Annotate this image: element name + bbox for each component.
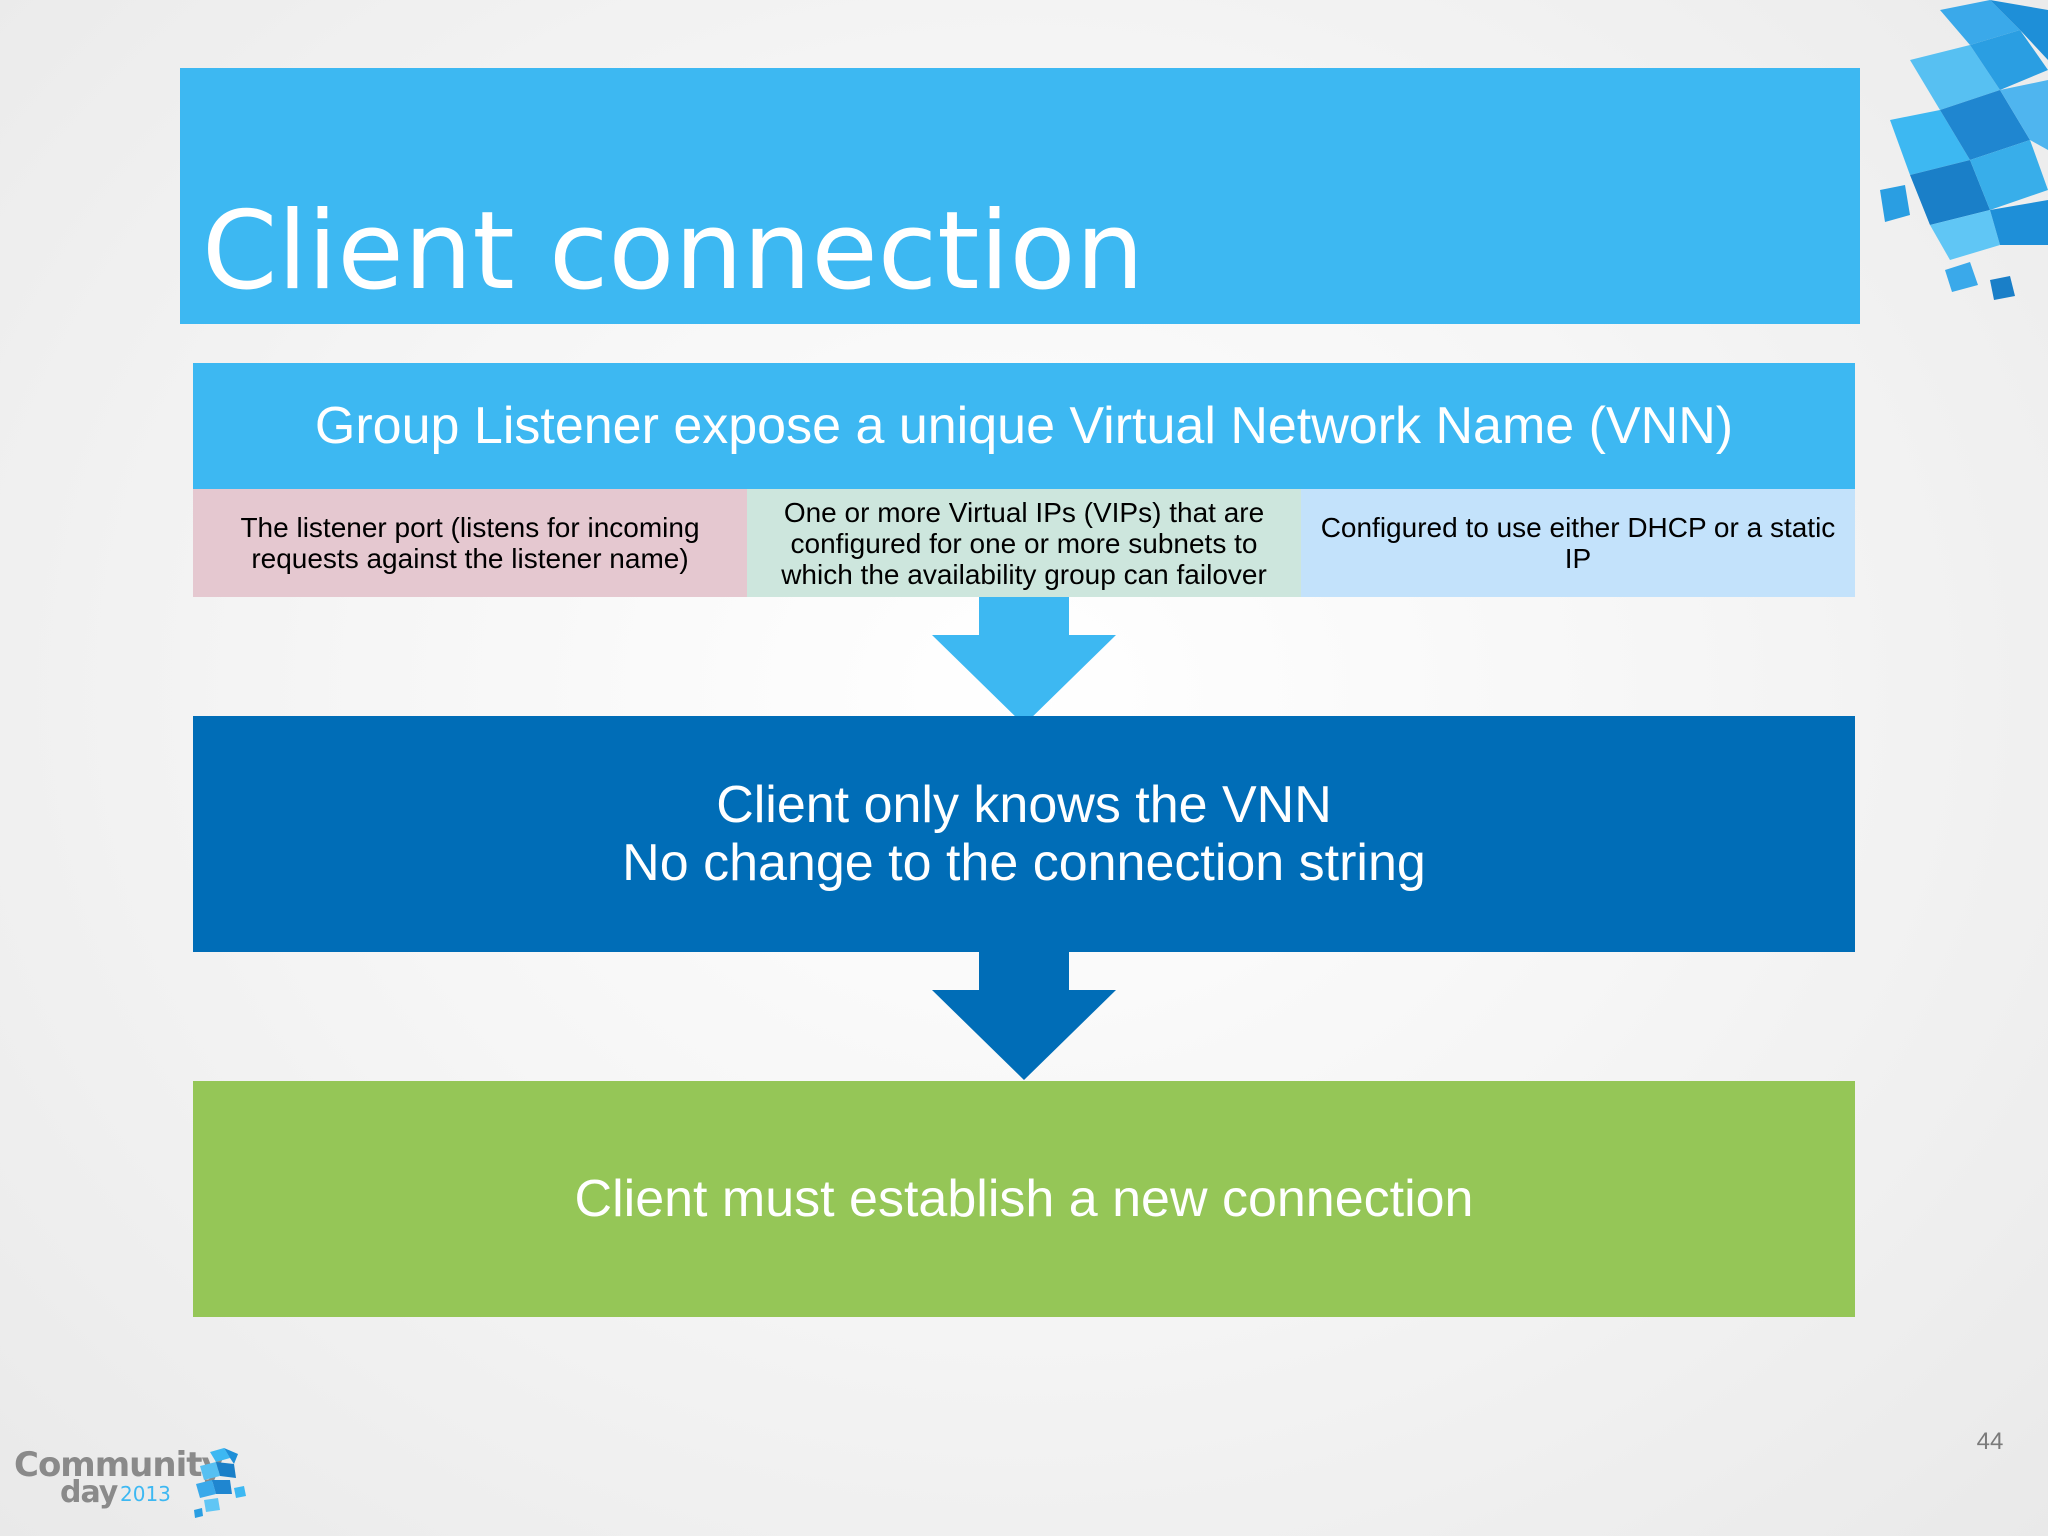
down-arrow-icon [932, 952, 1116, 1080]
community-day-logo: Community day 2013 [14, 1448, 246, 1520]
client-knows-vnn-box: Client only knows the VNN No change to t… [193, 716, 1855, 952]
slide-title: Client connection [202, 189, 1145, 314]
client-line-1: Client only knows the VNN [716, 776, 1332, 834]
title-band: Client connection [180, 68, 1860, 324]
listener-header: Group Listener expose a unique Virtual N… [193, 363, 1855, 489]
slide-number: 44 [1976, 1428, 2004, 1455]
virtual-ips-cell: One or more Virtual IPs (VIPs) that are … [747, 489, 1301, 597]
logo-year: 2013 [120, 1482, 171, 1506]
decorative-cubes-graphic [1880, 0, 2048, 300]
down-arrow-icon [932, 597, 1116, 725]
logo-word-community: Community [14, 1445, 224, 1485]
client-line-2: No change to the connection string [622, 834, 1426, 892]
listener-port-cell: The listener port (listens for incoming … [193, 489, 747, 597]
new-connection-box: Client must establish a new connection [193, 1081, 1855, 1317]
logo-cubes-icon [194, 1448, 246, 1518]
logo-word-day: day [60, 1475, 118, 1510]
dhcp-static-ip-cell: Configured to use either DHCP or a stati… [1301, 489, 1855, 597]
